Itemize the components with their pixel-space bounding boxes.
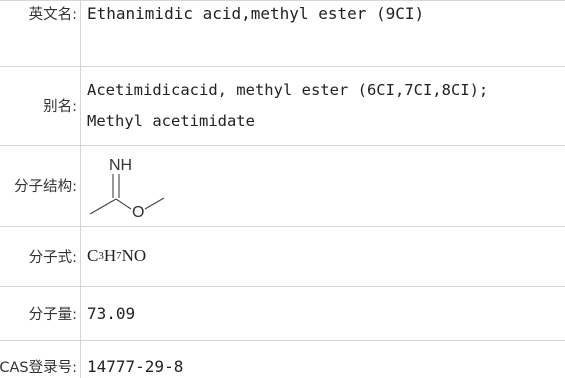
- row-divider: [0, 66, 565, 67]
- formula-label: 分子式:: [28, 249, 77, 266]
- structure-label: 分子结构:: [14, 179, 77, 195]
- row-divider: [0, 0, 565, 1]
- row-divider: [0, 286, 565, 287]
- atom-o-label: O: [132, 204, 144, 221]
- english-name-label: 英文名:: [28, 6, 77, 23]
- row-divider: [0, 145, 565, 146]
- molecular-weight-value: 73.09: [87, 303, 136, 323]
- row-divider: [0, 340, 565, 341]
- cas-number-value: 14777-29-8: [87, 356, 184, 376]
- bond-o-ch3: [144, 197, 165, 210]
- synonym-line: Methyl acetimidate: [87, 111, 255, 130]
- row-structure: 分子结构:: [0, 145, 565, 226]
- synonyms-value: Acetimidicacid, methyl ester (6CI,7CI,8C…: [87, 66, 488, 145]
- english-name-value: Ethanimidic acid,methyl ester (9CI): [87, 3, 425, 23]
- bond-ch3-c: [89, 198, 117, 215]
- molecular-weight-label: 分子量:: [28, 306, 77, 323]
- synonyms-label: 别名:: [43, 99, 77, 115]
- row-english-name: 英文名: Ethanimidic acid,methyl ester (9CI): [0, 0, 565, 66]
- row-cas-number: CAS登录号: 14777-29-8: [0, 340, 565, 378]
- synonym-line: Acetimidicacid, methyl ester (6CI,7CI,8C…: [87, 80, 489, 99]
- molecule-structure: NH O: [89, 157, 165, 221]
- bond-c-o: [115, 198, 132, 210]
- cas-number-label: CAS登录号:: [0, 359, 77, 376]
- atom-nh-label: NH: [109, 157, 132, 174]
- row-divider: [0, 226, 565, 227]
- row-synonyms: 别名: Acetimidicacid, methyl ester (6CI,7C…: [0, 66, 565, 145]
- column-divider: [80, 0, 81, 378]
- row-molecular-weight: 分子量: 73.09: [0, 286, 565, 340]
